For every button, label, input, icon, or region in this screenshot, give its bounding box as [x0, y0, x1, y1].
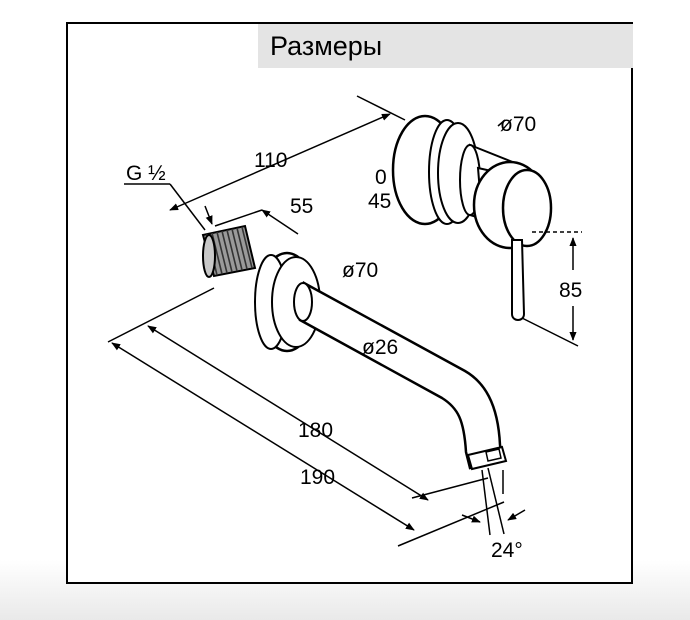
dimension-180-label: 180 — [298, 419, 333, 442]
dimension-190-ext-left — [107, 287, 215, 343]
dimension-55-right-arrow — [261, 209, 299, 235]
dimension-labels: G ½ 110 55 ø70 0 45 ø70 85 ø26 180 190 2… — [126, 113, 582, 562]
mixer-assembly — [391, 114, 553, 321]
dia26-label: ø26 — [362, 336, 398, 359]
angle-24-arrow-right — [507, 509, 526, 521]
threaded-connector — [201, 224, 257, 278]
dia70-mid-label: ø70 — [342, 259, 378, 282]
dimension-110-ext — [356, 95, 406, 121]
dia70-top-leader — [497, 119, 506, 127]
dimension-190-label: 190 — [300, 466, 335, 489]
dimension-110-label: 110 — [254, 149, 287, 172]
dimension-55-ext — [214, 209, 263, 227]
thread-size-label: G ½ — [126, 162, 166, 185]
dimension-110-line — [169, 113, 391, 211]
title-bar — [258, 24, 633, 68]
angle-24-label: 24° — [491, 539, 523, 562]
dimension-85-ext-bottom — [521, 317, 579, 347]
zero-label: 0 — [375, 166, 387, 189]
dimension-190-line — [111, 342, 415, 531]
angle-24-arrow-left — [461, 514, 481, 523]
dimension-55-left-arrow — [204, 205, 213, 225]
dimension-180-ext — [411, 477, 489, 499]
mixer-lever — [511, 239, 526, 321]
mixer-body — [459, 143, 553, 250]
dimension-55-label: 55 — [290, 195, 313, 218]
dimension-lines — [107, 95, 582, 547]
angle-24-line-2 — [487, 467, 505, 535]
dia70-top-label: ø70 — [500, 113, 536, 136]
angle-24-line-1 — [481, 469, 491, 536]
dimension-45-label: 45 — [368, 190, 391, 213]
page-title: Размеры — [270, 31, 383, 61]
dimension-85-label: 85 — [559, 279, 582, 302]
